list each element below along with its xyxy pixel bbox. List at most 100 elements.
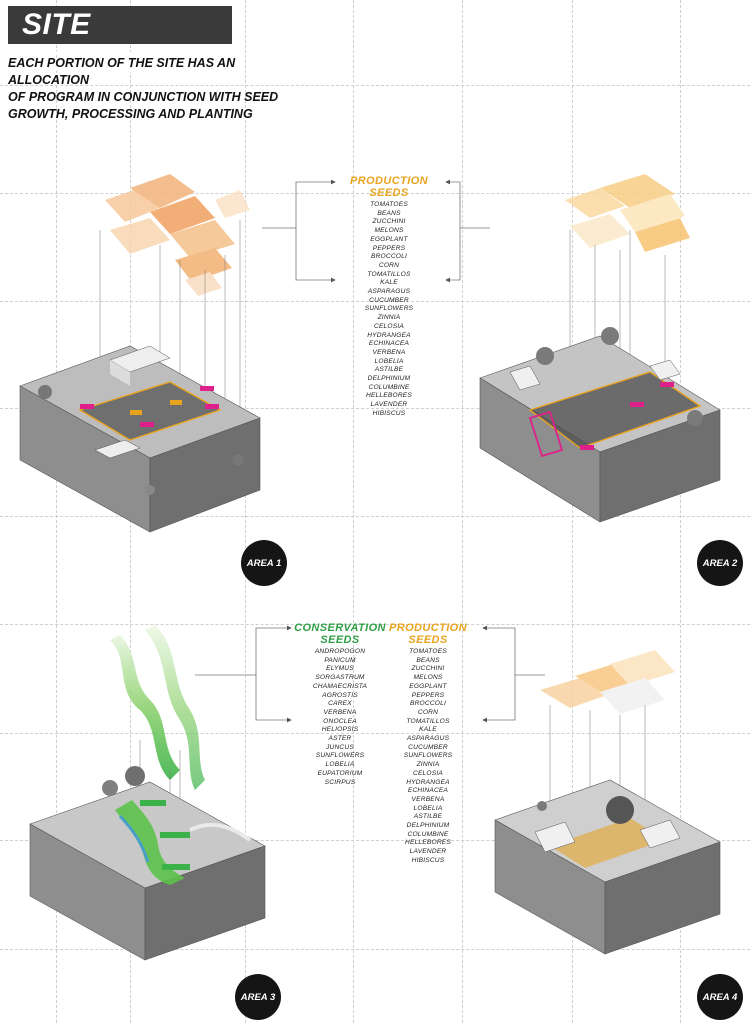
seed-item: VERBENA — [411, 795, 445, 803]
seed-item: TOMATOES — [370, 201, 408, 208]
production-heading: SEEDS — [369, 187, 409, 199]
seed-item: HELLEBORES — [366, 392, 412, 400]
seed-item: CUCUMBER — [369, 296, 409, 304]
seed-item: PANICUM — [324, 656, 356, 664]
seed-item: EGGPLANT — [370, 235, 408, 243]
grid-line — [572, 0, 573, 1023]
production-heading: SEEDS — [408, 634, 448, 646]
seed-item: CUCUMBER — [408, 743, 448, 751]
seed-item: ASTILBE — [374, 366, 404, 374]
seed-item: COLUMBINE — [407, 830, 449, 838]
seed-item: LOBELIA — [374, 357, 404, 365]
seed-item: ASPARAGUS — [367, 288, 411, 296]
seed-item: SORGASTRUM — [315, 674, 365, 682]
seed-item: BEANS — [377, 209, 401, 217]
area-2-isometric-model — [479, 174, 721, 523]
seed-item: CORN — [417, 708, 439, 716]
seed-item: SCIRPUS — [324, 778, 356, 786]
seed-item: ZINNIA — [377, 314, 401, 322]
conservation-heading: CONSERVATION — [294, 622, 386, 634]
seed-item: HIBISCUS — [411, 856, 445, 864]
seed-item: CAREX — [328, 700, 352, 708]
seed-item: CELOSIA — [374, 322, 404, 330]
seed-item: ASTILBE — [413, 813, 443, 821]
seed-item: EGGPLANT — [409, 682, 447, 690]
seed-item: CELOSIA — [413, 769, 443, 777]
seed-item: BROCCOLI — [409, 700, 447, 708]
area-1-badge: AREA 1 — [241, 540, 287, 586]
seed-item: MELONS — [413, 674, 443, 682]
seed-item: HELLEBORES — [405, 839, 451, 847]
grid-line — [0, 949, 750, 950]
seed-item: PEPPERS — [411, 691, 445, 699]
conservation-heading: SEEDS — [320, 634, 360, 646]
area-4-badge: AREA 4 — [697, 974, 743, 1020]
seed-item: DELPHINIUM — [406, 822, 450, 830]
seed-item: LAVENDER — [409, 848, 447, 856]
seed-item: LOBELIA — [325, 761, 355, 769]
subtitle-line: OF PROGRAM IN CONJUNCTION WITH SEED — [8, 90, 279, 104]
grid-line — [245, 0, 246, 1023]
seed-item: ELYMUS — [326, 665, 354, 673]
seed-item: BROCCOLI — [370, 253, 408, 261]
grid-line — [353, 0, 354, 1023]
seed-item: ASTER — [328, 735, 352, 743]
seed-item: ZUCCHINI — [372, 218, 406, 226]
seed-item: TOMATILLOS — [406, 717, 450, 725]
area-1-isometric-model — [19, 174, 261, 533]
production-heading: PRODUCTION — [389, 622, 467, 634]
seed-item: TOMATILLOS — [367, 270, 411, 278]
seed-item: MELONS — [374, 227, 404, 235]
seed-item: SUNFLOWERS — [364, 305, 414, 313]
seed-item: VERBENA — [372, 348, 406, 356]
grid-line — [56, 0, 57, 1023]
page-subtitle: EACH PORTION OF THE SITE HAS AN ALLOCATI… — [8, 55, 308, 123]
seed-item: ANDROPOGON — [314, 648, 366, 655]
seed-item: CHAMAECRISTA — [312, 682, 368, 690]
area-3-isometric-model — [29, 625, 266, 961]
seed-item: ZUCCHINI — [411, 665, 445, 673]
seed-item: EUPATORIUM — [317, 769, 363, 777]
seed-item: BEANS — [416, 656, 440, 664]
grid-line — [0, 408, 750, 409]
grid-line — [462, 0, 463, 1023]
seed-item: PEPPERS — [372, 244, 406, 252]
seed-item: HELIOPSIS — [321, 726, 359, 734]
seed-item: VERBENA — [323, 708, 357, 716]
production-heading: PRODUCTION — [350, 175, 428, 187]
seed-item: HIBISCUS — [372, 409, 406, 417]
seed-item: ECHINACEA — [368, 340, 410, 348]
seed-item: AGROSTIS — [322, 691, 358, 699]
grid-line — [0, 516, 750, 517]
seed-item: ZINNIA — [416, 761, 440, 769]
grid-line — [0, 840, 750, 841]
seed-item: JUNCUS — [326, 743, 354, 751]
seed-item: CORN — [378, 261, 400, 269]
seed-item: DELPHINIUM — [367, 375, 411, 383]
seed-item: ASPARAGUS — [406, 735, 450, 743]
seed-item: KALE — [419, 726, 437, 734]
seed-item: LOBELIA — [413, 804, 443, 812]
grid-line — [0, 733, 750, 734]
subtitle-line: GROWTH, PROCESSING AND PLANTING — [8, 107, 253, 121]
grid-line — [680, 0, 681, 1023]
grid-line — [0, 85, 750, 86]
seed-item: LAVENDER — [370, 401, 408, 409]
seed-item: COLUMBINE — [368, 383, 410, 391]
area-2-badge: AREA 2 — [697, 540, 743, 586]
seed-item: TOMATOES — [409, 648, 447, 655]
subtitle-line: EACH PORTION OF THE SITE HAS AN ALLOCATI… — [8, 56, 236, 87]
area-3-badge: AREA 3 — [235, 974, 281, 1020]
seed-item: KALE — [380, 279, 398, 287]
seed-item: HYDRANGEA — [406, 778, 450, 786]
grid-line — [0, 624, 750, 625]
seed-item: ECHINACEA — [407, 787, 449, 795]
page-title: SITE PROGRAM — [8, 6, 232, 79]
